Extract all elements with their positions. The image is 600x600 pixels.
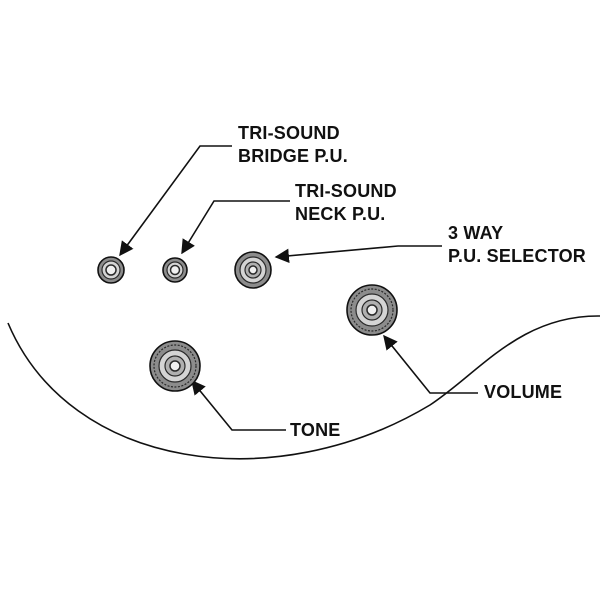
volume-knob-icon	[346, 284, 398, 336]
volume-label-text: VOLUME	[484, 382, 563, 402]
bridge-pickup-label-line1: TRI-SOUND	[238, 123, 340, 143]
selector-label: 3 WAY P.U. SELECTOR	[448, 222, 586, 268]
selector-label-line1: 3 WAY	[448, 223, 504, 243]
neck-pickup-knob-icon	[162, 257, 188, 283]
tone-knob-icon	[149, 340, 201, 392]
selector-leader-line	[274, 245, 442, 264]
volume-leader-line	[383, 334, 478, 394]
neck-pickup-label-line1: TRI-SOUND	[295, 181, 397, 201]
tone-leader-line	[191, 379, 286, 431]
neck-pickup-label-line2: NECK P.U.	[295, 204, 386, 224]
bridge-pickup-knob-icon	[97, 256, 125, 284]
volume-label: VOLUME	[484, 381, 562, 404]
bridge-pickup-label-line2: BRIDGE P.U.	[238, 146, 348, 166]
tone-label: TONE	[290, 419, 340, 442]
neck-leader-line	[181, 200, 290, 255]
selector-switch-icon	[234, 251, 272, 289]
tone-label-text: TONE	[290, 420, 341, 440]
bridge-pickup-label: TRI-SOUND BRIDGE P.U.	[238, 122, 348, 168]
bridge-leader-line	[119, 145, 232, 257]
selector-label-line2: P.U. SELECTOR	[448, 246, 586, 266]
neck-pickup-label: TRI-SOUND NECK P.U.	[295, 180, 397, 226]
guitar-body-outline	[7, 315, 600, 460]
